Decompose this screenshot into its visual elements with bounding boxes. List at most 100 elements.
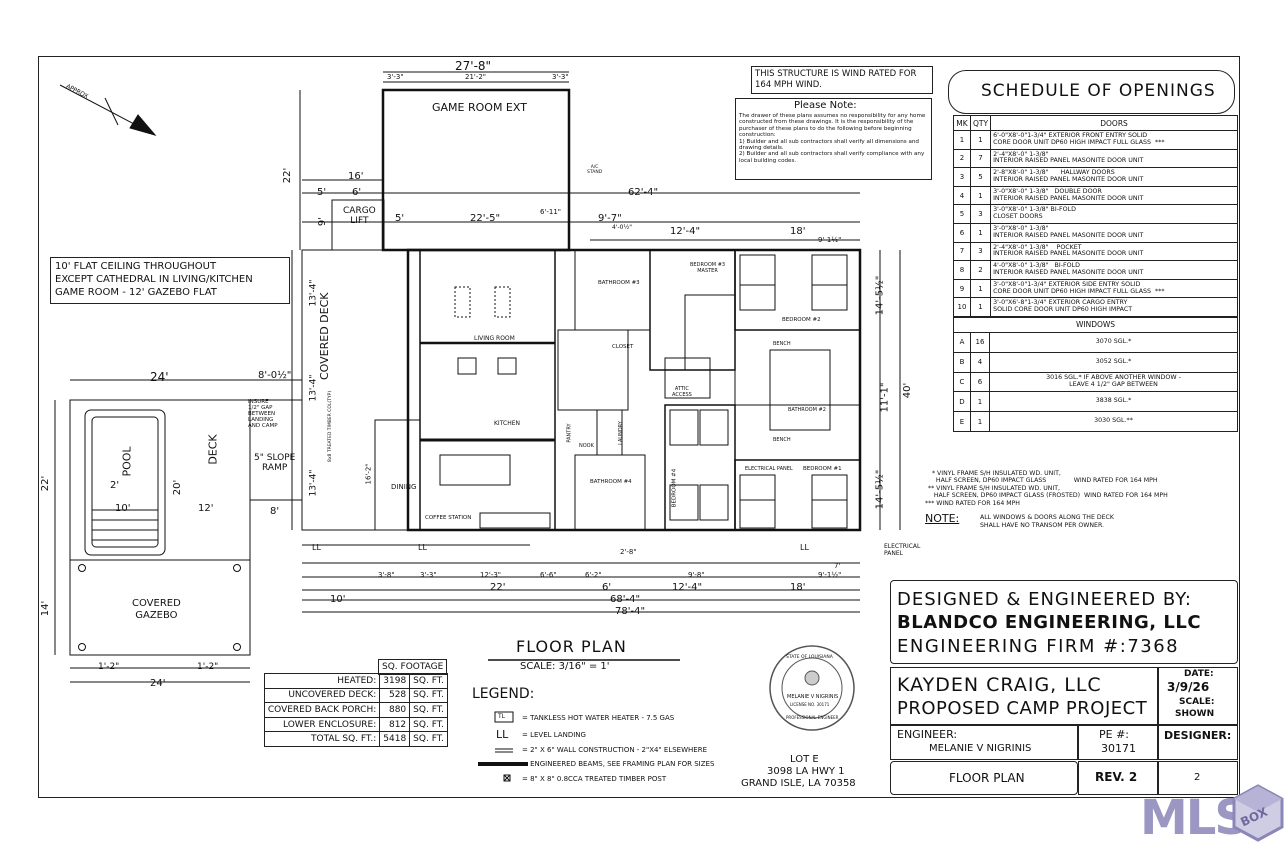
dim-4-0-half: 4'-0½" bbox=[612, 224, 633, 231]
window-qty: 1 bbox=[970, 411, 990, 432]
wind-note: THIS STRUCTURE IS WIND RATED FOR 164 MPH… bbox=[755, 69, 917, 90]
door-desc: 3'-0"X8'-0" 1-3/8" DOUBLE DOOR INTERIOR … bbox=[990, 185, 1238, 206]
sqft-value: 3198 bbox=[379, 673, 411, 689]
door-mk: 3 bbox=[953, 167, 971, 187]
pe-number: 30171 bbox=[1101, 742, 1136, 755]
window-qty: 16 bbox=[970, 331, 990, 353]
deck-outline bbox=[69, 399, 251, 561]
sheet-name: FLOOR PLAN bbox=[949, 771, 1025, 785]
door-desc: 2'-8"X8'-0" 1-3/8" HALLWAY DOORS INTERIO… bbox=[990, 167, 1238, 187]
door-mk: 2 bbox=[953, 148, 971, 169]
engineer-label: ENGINEER: bbox=[897, 728, 958, 741]
legend-item-4: = 8" X 8" 0.8CCA TREATED TIMBER POST bbox=[522, 775, 667, 783]
door-mk: 8 bbox=[953, 260, 971, 280]
pool-outline bbox=[84, 409, 166, 556]
door-desc: 4'-0"X8'-0" 1-3/8" BI-FOLD INTERIOR RAIS… bbox=[990, 260, 1238, 280]
window-mk: D bbox=[953, 391, 971, 413]
legend-title: LEGEND: bbox=[472, 686, 535, 702]
legend-item-1: = LEVEL LANDING bbox=[522, 731, 586, 739]
room-bedroom-4: BEDROOM #4 bbox=[671, 468, 678, 508]
dim-62-4: 62'-4" bbox=[628, 187, 659, 198]
dim-bottom-22: 22' bbox=[490, 582, 506, 593]
door-mk: 10 bbox=[953, 297, 971, 317]
sqft-row: HEATED: 3198 SQ. FT. bbox=[263, 673, 448, 689]
ceiling-note: 10' FLAT CEILING THROUGHOUT EXCEPT CATHE… bbox=[55, 261, 253, 298]
sqft-row: TOTAL SQ. FT.: 5418 SQ. FT. bbox=[263, 731, 448, 747]
gazebo-outline bbox=[69, 559, 251, 656]
sqft-row: LOWER ENCLOSURE: 812 SQ. FT. bbox=[263, 716, 448, 733]
legend-symbol-ll: LL bbox=[496, 728, 509, 741]
project-name: PROPOSED CAMP PROJECT bbox=[897, 698, 1148, 719]
label-covered-gazebo: COVERED GAZEBO bbox=[132, 598, 181, 621]
sqft-unit: SQ. FT. bbox=[409, 716, 448, 733]
window-qty: 4 bbox=[970, 351, 990, 373]
dim-bottom-12-4: 12'-4" bbox=[672, 582, 703, 593]
door-mk: 9 bbox=[953, 278, 971, 299]
room-closet: CLOSET bbox=[612, 344, 634, 350]
title-block-project: KAYDEN CRAIG, LLC PROPOSED CAMP PROJECT bbox=[890, 667, 1158, 725]
revision: REV. 2 bbox=[1095, 770, 1138, 784]
house-outer-walls bbox=[406, 248, 862, 532]
seal-name: MELANIE V NIGRINIS bbox=[787, 694, 839, 700]
label-electrical-panel-ext: ELECTRICAL PANEL bbox=[884, 543, 921, 557]
door-row: 2 7 2'-4"X8'-0" 1-3/8" INTERIOR RAISED P… bbox=[953, 148, 1238, 169]
sqft-unit: SQ. FT. bbox=[409, 687, 448, 704]
dim-right-11-1: 11'-1" bbox=[879, 382, 891, 413]
door-row: 9 1 3'-0"X8'-0"1-3/4" EXTERIOR SIDE ENTR… bbox=[953, 278, 1238, 299]
dim-2: 2' bbox=[110, 480, 120, 491]
door-row: 1 1 6'-0"X8'-0"1-3/4" EXTERIOR FRONT ENT… bbox=[953, 130, 1238, 150]
title-block-sheet-name: FLOOR PLAN bbox=[890, 761, 1078, 795]
door-row: 4 1 3'-0"X8'-0" 1-3/8" DOUBLE DOOR INTER… bbox=[953, 185, 1238, 206]
seal-sub: PROFESSIONAL ENGINEER bbox=[786, 715, 839, 720]
please-note-body: The drawer of these plans assumes no res… bbox=[739, 113, 926, 164]
designer-label: DESIGNER: bbox=[1164, 729, 1232, 742]
scale-value: SHOWN bbox=[1175, 709, 1215, 719]
dim-bottom-7: 7' bbox=[834, 562, 841, 570]
dim-18: 18' bbox=[790, 226, 806, 237]
door-mk: 1 bbox=[953, 130, 971, 150]
designed-by: DESIGNED & ENGINEERED BY: bbox=[897, 589, 1192, 610]
room-bathroom-2: BATHROOM #2 bbox=[788, 407, 826, 413]
door-qty: 5 bbox=[969, 167, 992, 187]
room-cargo-lift: CARGO LIFT bbox=[343, 206, 376, 226]
dim-22-5: 22'-5" bbox=[470, 213, 501, 224]
sheet-number: 2 bbox=[1194, 772, 1201, 783]
dim-16-2: 16'-2" bbox=[364, 463, 373, 485]
company-name: BLANDCO ENGINEERING, LLC bbox=[897, 612, 1202, 633]
window-desc: 3838 SGL.* bbox=[989, 391, 1238, 413]
title-block-rev: REV. 2 bbox=[1078, 761, 1158, 795]
dim-13-4-mid: 13'-4" bbox=[308, 374, 319, 402]
label-bench-top: BENCH bbox=[773, 341, 791, 347]
floor-plan-scale: SCALE: 3/16" = 1' bbox=[520, 661, 610, 672]
window-qty: 1 bbox=[970, 391, 990, 413]
room-bathroom-4: BATHROOM #4 bbox=[590, 479, 632, 485]
sqft-label: LOWER ENCLOSURE: bbox=[263, 716, 381, 733]
mls-watermark: MLS bbox=[1140, 790, 1249, 846]
label-slope-ramp: 5" SLOPE RAMP bbox=[254, 453, 296, 473]
room-dining: DINING bbox=[391, 483, 417, 491]
room-game-room: GAME ROOM EXT bbox=[432, 101, 527, 114]
please-note-title: Please Note: bbox=[794, 100, 857, 111]
schedule-footnote-1: * VINYL FRAME S/H INSULATED WD. UNIT, HA… bbox=[932, 470, 1158, 484]
sqft-value: 812 bbox=[379, 716, 411, 733]
engineering-firm: ENGINEERING FIRM #:7368 bbox=[897, 636, 1180, 657]
label-deck: DECK bbox=[206, 434, 220, 465]
sqft-unit: SQ. FT. bbox=[409, 731, 448, 747]
col-qty: QTY bbox=[969, 115, 992, 131]
seal-license: LICENSE NO. 30171 bbox=[790, 702, 830, 707]
door-qty: 1 bbox=[969, 297, 992, 317]
dim-bottom-12-3: 12'-3" bbox=[480, 571, 502, 579]
door-qty: 1 bbox=[969, 130, 992, 150]
dim-bottom-18: 18' bbox=[790, 582, 806, 593]
door-desc: 2'-4"X8'-0" 1-3/8" POCKET INTERIOR RAISE… bbox=[990, 241, 1238, 262]
window-desc: 3016 SGL.* IF ABOVE ANOTHER WINDOW - LEA… bbox=[989, 371, 1238, 393]
room-nook: NOOK bbox=[579, 443, 594, 449]
label-pool: POOL bbox=[120, 446, 134, 477]
dim-bottom-2-8: 2'-8" bbox=[620, 548, 637, 556]
floor-plan-title: FLOOR PLAN bbox=[516, 637, 627, 656]
label-ll-1: LL bbox=[312, 543, 321, 552]
dim-bottom-6: 6' bbox=[602, 582, 612, 593]
dim-1-2-left: 1'-2" bbox=[98, 662, 120, 672]
date-label: DATE: bbox=[1184, 669, 1214, 679]
legend-symbol-tl: TL bbox=[498, 713, 506, 720]
